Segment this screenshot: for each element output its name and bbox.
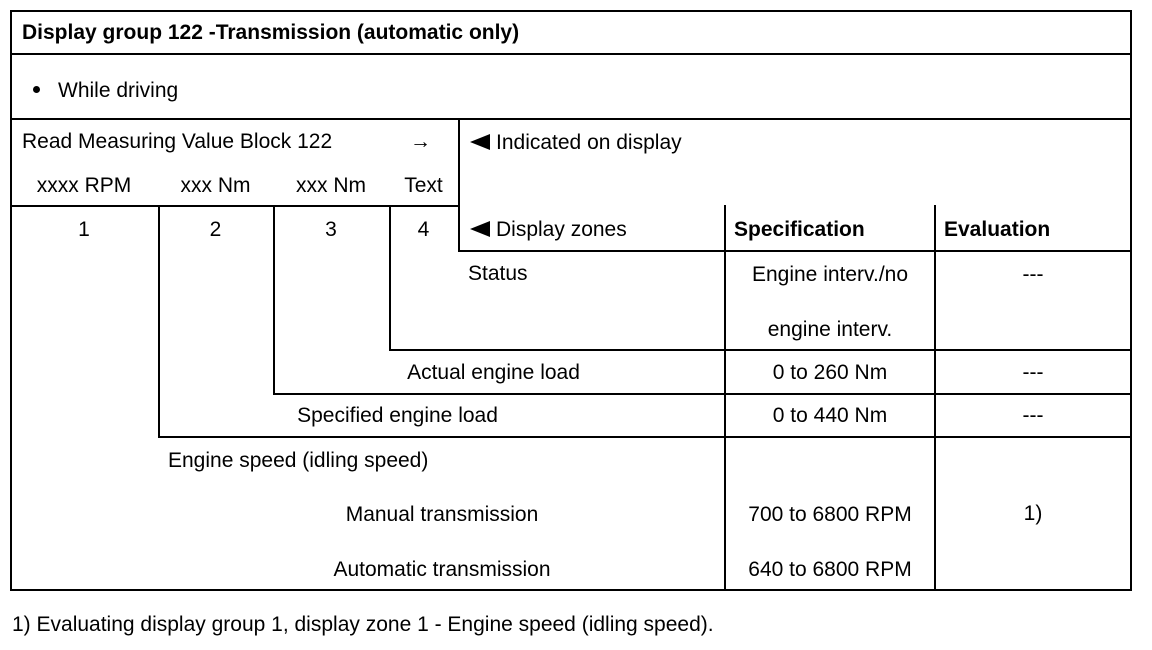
display-zones-label: Display zones <box>496 218 627 241</box>
status-spec-line1: Engine interv./no <box>751 263 909 286</box>
evaluation-header: Evaluation <box>944 218 1051 241</box>
zone-number-2: 2 <box>209 218 222 241</box>
column-unit-3: xxx Nm <box>296 174 366 197</box>
actual-load-evaluation: --- <box>1022 361 1044 384</box>
indicated-on-display: Indicated on display <box>470 132 682 153</box>
indicated-label: Indicated on display <box>496 131 682 154</box>
bullet-icon <box>33 86 40 93</box>
read-block-label: Read Measuring Value Block 122 <box>22 130 333 153</box>
condition-text: While driving <box>58 79 179 102</box>
condition-line: While driving <box>33 80 178 101</box>
automatic-transmission-spec: 640 to 6800 RPM <box>748 558 912 581</box>
manual-transmission-spec: 700 to 6800 RPM <box>748 503 912 526</box>
triangle-left-icon <box>470 221 490 237</box>
column-unit-4: Text <box>404 174 443 197</box>
display-zones-header: Display zones <box>470 219 627 240</box>
actual-load-label: Actual engine load <box>407 361 580 384</box>
column-unit-1: xxxx RPM <box>36 174 132 197</box>
triangle-left-icon <box>470 134 490 150</box>
status-label: Status <box>468 262 528 285</box>
display-group-title: Display group 122 -Transmission (automat… <box>22 21 520 44</box>
zone-number-4: 4 <box>417 218 430 241</box>
status-evaluation: --- <box>1022 263 1044 286</box>
automatic-transmission-label: Automatic transmission <box>333 558 551 581</box>
zone-number-1: 1 <box>78 218 90 241</box>
footnote: 1) Evaluating display group 1, display z… <box>12 613 714 636</box>
engine-speed-label: Engine speed (idling speed) <box>168 449 429 472</box>
column-unit-2: xxx Nm <box>180 174 251 197</box>
specified-load-evaluation: --- <box>1022 404 1044 427</box>
actual-load-spec: 0 to 260 Nm <box>772 361 888 384</box>
zone-number-3: 3 <box>325 218 337 241</box>
right-arrow-icon: → <box>410 130 431 153</box>
specification-header: Specification <box>734 218 865 241</box>
specified-load-label: Specified engine load <box>297 404 498 427</box>
engine-speed-evaluation: 1) <box>1023 502 1043 525</box>
manual-transmission-label: Manual transmission <box>345 503 539 526</box>
status-spec-line2: engine interv. <box>767 318 893 341</box>
specified-load-spec: 0 to 440 Nm <box>772 404 888 427</box>
